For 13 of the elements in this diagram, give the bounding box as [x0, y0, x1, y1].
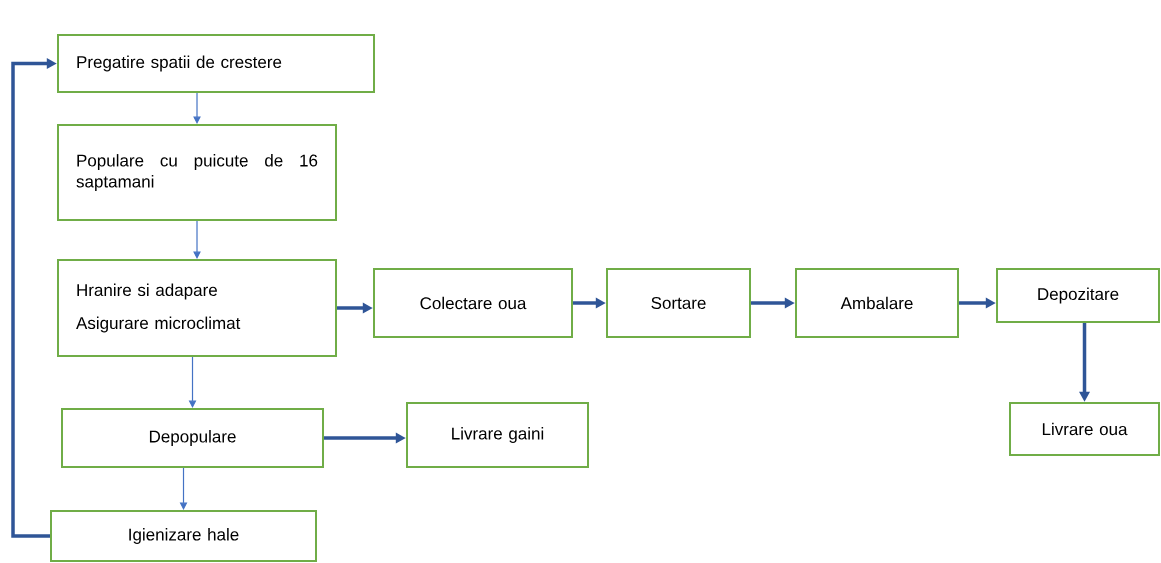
process-box: Colectare oua	[373, 268, 573, 338]
process-box: Ambalare	[795, 268, 959, 338]
process-box: Livrare oua	[1009, 402, 1160, 456]
arrow	[193, 220, 201, 259]
process-box: Igienizare hale	[50, 510, 317, 562]
process-box: Depozitare	[996, 268, 1160, 323]
process-box: Hranire si adapare Asigurare microclimat	[57, 259, 337, 357]
process-box: Sortare	[606, 268, 751, 338]
process-box: Livrare gaini	[406, 402, 589, 468]
process-box: Pregatire spatii de crestere	[57, 34, 375, 93]
arrow	[193, 92, 201, 124]
process-box: Populare cu puicute de 16 saptamani	[57, 124, 337, 221]
process-box: Depopulare	[61, 408, 324, 468]
